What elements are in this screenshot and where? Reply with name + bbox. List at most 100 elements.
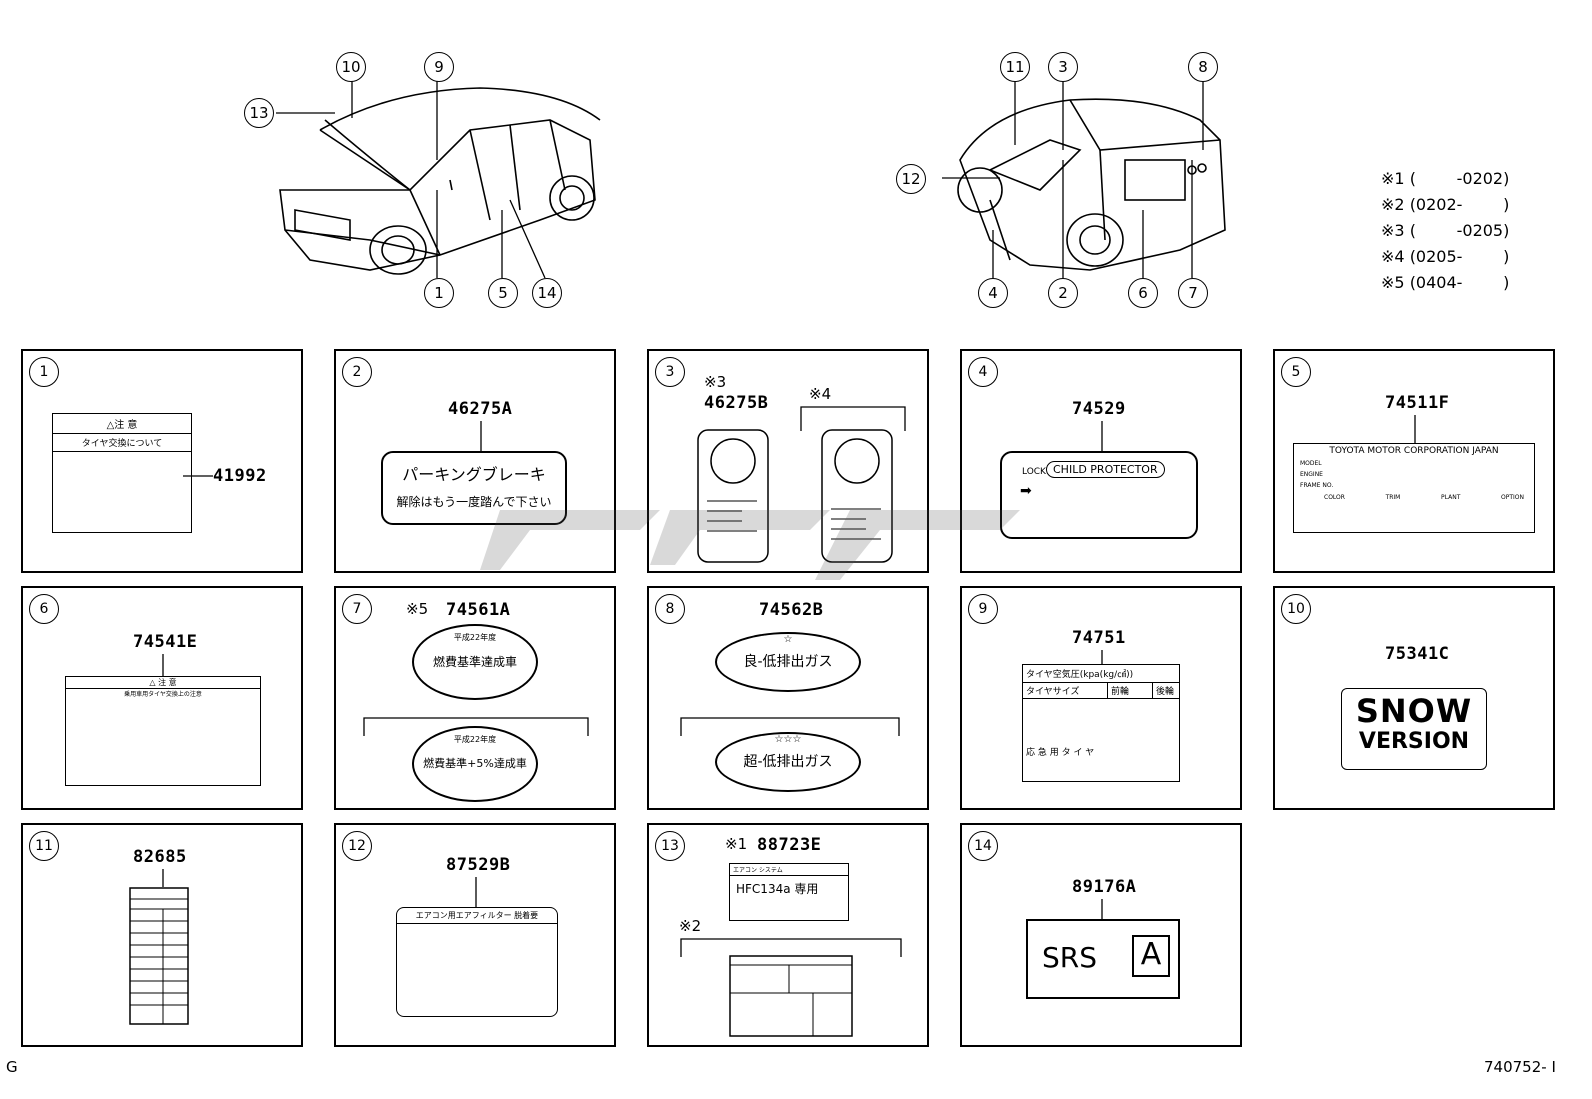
panel-number: 14 <box>968 831 998 861</box>
panel-8[interactable]: 8 74562B ☆ 良-低排出ガス ☆☆☆ 超-低排出ガス <box>647 586 929 810</box>
panel-number: 1 <box>29 357 59 387</box>
part-number: 74751 <box>1072 628 1126 648</box>
air-filter-label: エアコン用エアフィルター 脱着要 <box>396 907 558 1017</box>
callout-11: 11 <box>1000 52 1030 82</box>
arrow-icon: ➡ <box>1020 483 1032 499</box>
date-mark: ※4 <box>809 385 832 403</box>
panel-10[interactable]: 10 75341C SNOW VERSION <box>1273 586 1555 810</box>
leader-line <box>162 869 164 887</box>
part-number: 74511F <box>1385 393 1450 413</box>
refrigerant-label-bottom <box>729 955 853 1037</box>
panel-11[interactable]: 11 82685 <box>21 823 303 1047</box>
panel-2[interactable]: 2 46275A パーキングブレーキ 解除はもう一度踏んで下さい <box>334 349 616 573</box>
panel-number: 2 <box>342 357 372 387</box>
part-number: 74561A <box>446 600 511 620</box>
callout-6: 6 <box>1128 278 1158 308</box>
date-range-legend: ※1 ( -0202) ※2 (0202- ) ※3 ( -0205) ※4 (… <box>1381 166 1509 296</box>
part-number: 87529B <box>446 855 511 875</box>
panel-14[interactable]: 14 89176A SRS A <box>960 823 1242 1047</box>
grid-label <box>129 887 189 1025</box>
legend-row-5: ※5 (0404- ) <box>1381 273 1510 292</box>
date-mark: ※2 <box>679 917 702 935</box>
child-protector-label: LOCK CHILD PROTECTOR ➡ <box>1000 451 1198 539</box>
panel-number: 3 <box>655 357 685 387</box>
car-front-view-illustration <box>279 87 601 275</box>
panel-7[interactable]: 7 ※5 74561A 平成22年度 燃費基準達成車 平成22年度 燃費基準+5… <box>334 586 616 810</box>
tire-pressure-table: タイヤ空気圧(kpa(kg/㎠)) タイヤサイズ 前輪 後輪 応 急 用 タ イ… <box>1022 664 1180 782</box>
part-number: 88723E <box>757 835 822 855</box>
panel-number: 11 <box>29 831 59 861</box>
panel-5[interactable]: 5 74511F TOYOTA MOTOR CORPORATION JAPAN … <box>1273 349 1555 573</box>
part-number: 46275B <box>704 393 769 413</box>
part-number: 74529 <box>1072 399 1126 419</box>
callout-7: 7 <box>1178 278 1208 308</box>
callout-10: 10 <box>336 52 366 82</box>
callout-9: 9 <box>424 52 454 82</box>
label-subtitle: タイヤ交換について <box>53 434 191 452</box>
date-mark: ※5 <box>406 600 429 618</box>
bracket <box>680 938 902 957</box>
car-rear-view-illustration <box>957 98 1226 271</box>
part-number: 46275A <box>448 399 513 419</box>
callout-14: 14 <box>532 278 562 308</box>
label-subtitle: 乗用車用タイヤ交換上の注意 <box>124 691 202 698</box>
label-title: △ 注 意 <box>66 677 260 689</box>
legend-row-4: ※4 (0205- ) <box>1381 247 1510 266</box>
leader-line <box>475 877 477 907</box>
legend-row-3: ※3 ( -0205) <box>1381 221 1510 240</box>
watermark-logo <box>480 510 1020 580</box>
leader-line <box>1101 421 1103 451</box>
lock-text: LOCK <box>1022 467 1046 477</box>
panel-number: 8 <box>655 594 685 624</box>
panel-number: 13 <box>655 831 685 861</box>
panel-3[interactable]: 3 ※3 46275B ※4 <box>647 349 929 573</box>
leader-line <box>1414 415 1416 443</box>
leader-line <box>1101 899 1103 919</box>
label-line-1: パーキングブレーキ <box>402 465 546 484</box>
part-number: 82685 <box>133 847 187 867</box>
panel-number: 5 <box>1281 357 1311 387</box>
panel-number: 12 <box>342 831 372 861</box>
bracket <box>680 717 900 736</box>
fuel-economy-oval-1: 平成22年度 燃費基準達成車 <box>412 624 538 700</box>
label-line-2: 解除はもう一度踏んで下さい <box>396 495 552 509</box>
date-mark: ※3 <box>704 373 727 391</box>
maker-text: TOYOTA MOTOR CORPORATION JAPAN <box>1329 446 1499 456</box>
callout-5: 5 <box>488 278 518 308</box>
footer-left-code: G <box>6 1058 18 1076</box>
panel-number: 4 <box>968 357 998 387</box>
panel-12[interactable]: 12 87529B エアコン用エアフィルター 脱着要 <box>334 823 616 1047</box>
part-number: 74562B <box>759 600 824 620</box>
callout-12: 12 <box>896 164 926 194</box>
panel-number: 10 <box>1281 594 1311 624</box>
panel-9[interactable]: 9 74751 タイヤ空気圧(kpa(kg/㎠)) タイヤサイズ 前輪 後輪 応… <box>960 586 1242 810</box>
legend-row-2: ※2 (0202- ) <box>1381 195 1510 214</box>
callout-8: 8 <box>1188 52 1218 82</box>
callout-2: 2 <box>1048 278 1078 308</box>
panel-1[interactable]: 1 △注 意 タイヤ交換について 41992 <box>21 349 303 573</box>
snow-version-badge: SNOW VERSION <box>1341 688 1487 770</box>
part-number: 41992 <box>213 466 267 486</box>
child-protector-text: CHILD PROTECTOR <box>1046 461 1165 478</box>
right-car-leader-lines <box>942 81 1204 278</box>
part-number: 89176A <box>1072 877 1137 897</box>
panel-number: 9 <box>968 594 998 624</box>
low-emission-oval-2: ☆☆☆ 超-低排出ガス <box>715 732 861 792</box>
srs-label: SRS A <box>1026 919 1180 999</box>
leader-line <box>183 475 213 477</box>
panel-4[interactable]: 4 74529 LOCK CHILD PROTECTOR ➡ <box>960 349 1242 573</box>
callout-13: 13 <box>244 98 274 128</box>
callout-4: 4 <box>978 278 1008 308</box>
panel-13[interactable]: 13 ※1 88723E エアコン システム HFC134a 専用 ※2 <box>647 823 929 1047</box>
panel-6[interactable]: 6 74541E △ 注 意 乗用車用タイヤ交換上の注意 <box>21 586 303 810</box>
legend-row-1: ※1 ( -0202) <box>1381 169 1510 188</box>
caution-label: △注 意 タイヤ交換について <box>52 413 192 533</box>
leader-line <box>162 654 164 676</box>
callout-1: 1 <box>424 278 454 308</box>
panel-number: 6 <box>29 594 59 624</box>
bracket <box>800 406 906 431</box>
door-hanger-tag-b <box>821 429 893 563</box>
fuel-economy-oval-2: 平成22年度 燃費基準+5%達成車 <box>412 726 538 802</box>
